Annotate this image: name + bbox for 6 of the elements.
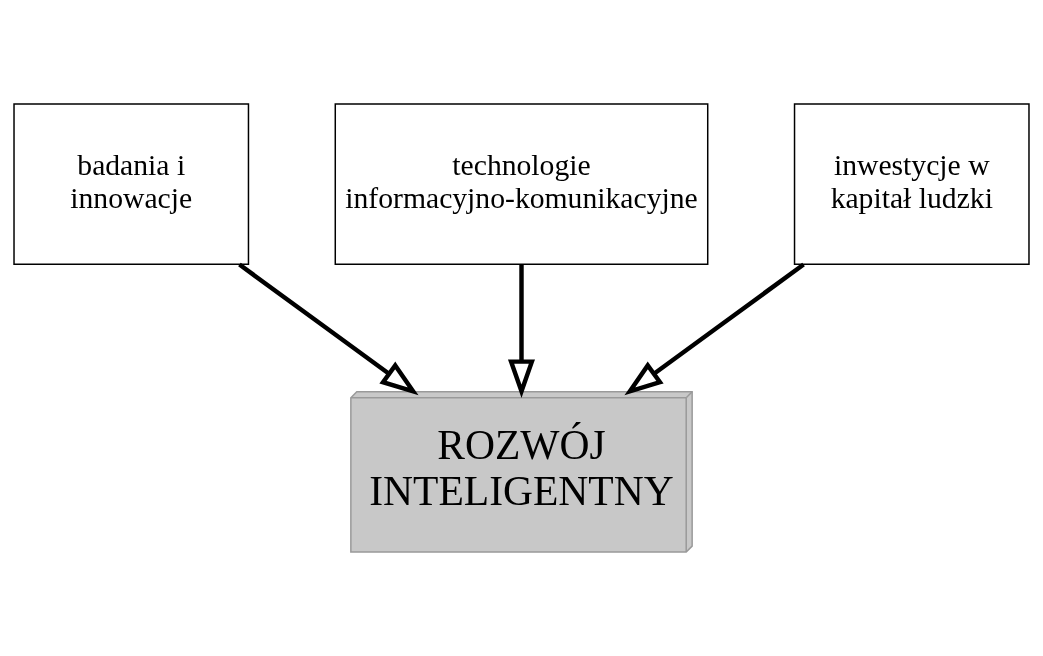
node-box: badania i innowacje <box>13 103 250 265</box>
arrow <box>624 262 805 396</box>
arrow <box>507 264 536 399</box>
node-box: technologie informacyjno-komunikacyjne <box>334 103 709 265</box>
arrow <box>238 262 419 396</box>
node-box: inwestycje w kapitał ludzki <box>793 103 1030 265</box>
